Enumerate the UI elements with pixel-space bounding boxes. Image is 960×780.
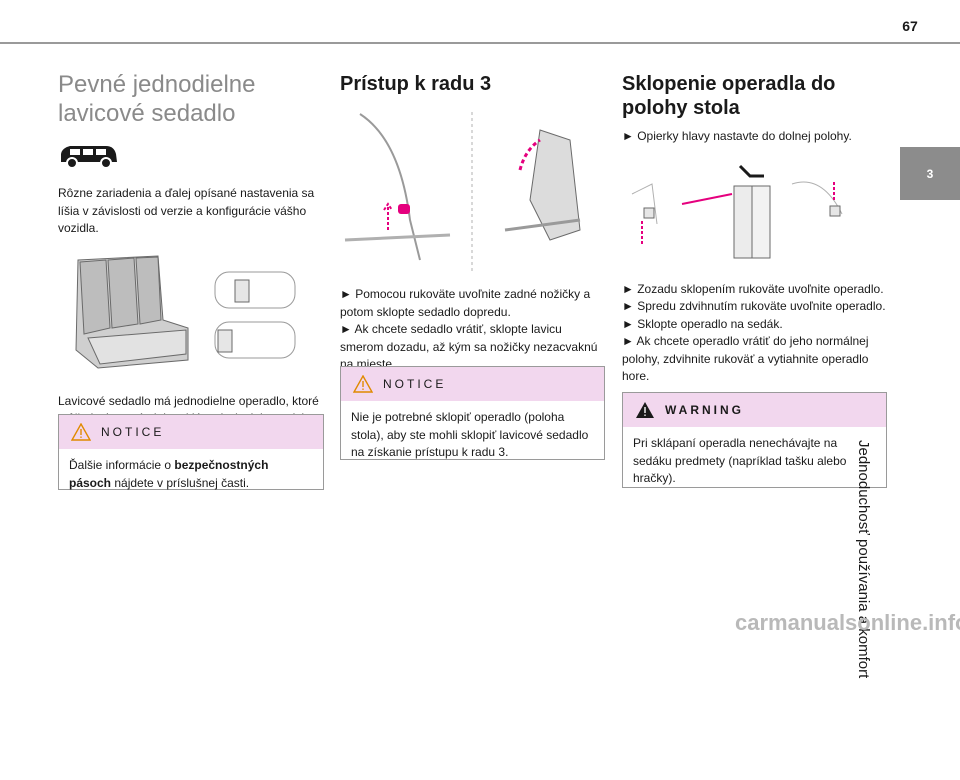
notice-header: NOTICE [59, 415, 323, 449]
section-title-row3: Prístup k radu 3 [340, 73, 492, 95]
notice-label-2: NOTICE [383, 377, 447, 391]
notice-box-1: NOTICE Ďalšie informácie o bezpečnostnýc… [58, 414, 324, 490]
warning-box: WARNING Pri sklápaní operadla nenechávaj… [622, 392, 887, 488]
notice-text-bold: bezpečnostných pásoch [69, 458, 269, 490]
headrest-step: ► Opierky hlavy nastavte do dolnej poloh… [622, 129, 852, 143]
notice-text-post: nájdete v príslušnej časti. [111, 475, 250, 490]
warning-body: Pri sklápaní operadla nenechávajte na se… [633, 436, 847, 485]
column-3: Sklopenie operadla do polohy stola ► Opi… [622, 60, 887, 386]
warning-triangle-icon [636, 402, 654, 418]
notice-body: Ďalšie informácie o bezpečnostných pásoc… [59, 449, 323, 500]
intro-text: Rôzne zariadenia a ďalej opísané nastave… [58, 186, 315, 235]
notice-body-2: Nie je potrebné sklopiť operadlo (poloha… [351, 410, 589, 459]
warning-triangle-icon [353, 375, 373, 393]
notice-text-pre: Ďalšie informácie o [69, 458, 175, 472]
section-title-bench: Pevné jednodielne lavicové sedadlo [58, 71, 256, 127]
bench-seat-illustration [75, 254, 296, 369]
chapter-tab: 3 [900, 147, 960, 200]
watermark: carmanualsonline.info [735, 610, 960, 635]
top-rule [0, 42, 960, 44]
section-title-table-position: Sklopenie operadla do polohy stola [622, 73, 836, 119]
row3-steps: ► Pomocou rukoväte uvoľnite zadné nožičk… [340, 287, 598, 371]
warning-label: WARNING [665, 403, 744, 417]
warning-header: WARNING [623, 393, 886, 427]
page-number: 67 [902, 18, 918, 34]
column-1: Pevné jednodielne lavicové sedadlo Rôzne… [58, 60, 324, 428]
van-icon [61, 146, 117, 169]
warning-triangle-icon [71, 423, 91, 441]
notice-box-2: NOTICE Nie je potrebné sklopiť operadlo … [340, 366, 605, 460]
table-position-steps: ► Zozadu sklopením rukoväte uvoľnite ope… [622, 281, 886, 384]
row3-access-illustration [344, 112, 581, 272]
table-position-illustration [631, 164, 843, 258]
column-2: Prístup k radu 3 ► Pomocou rukoväte uvoľ… [340, 60, 605, 374]
notice-header-2: NOTICE [341, 367, 604, 401]
notice-label: NOTICE [101, 425, 165, 439]
